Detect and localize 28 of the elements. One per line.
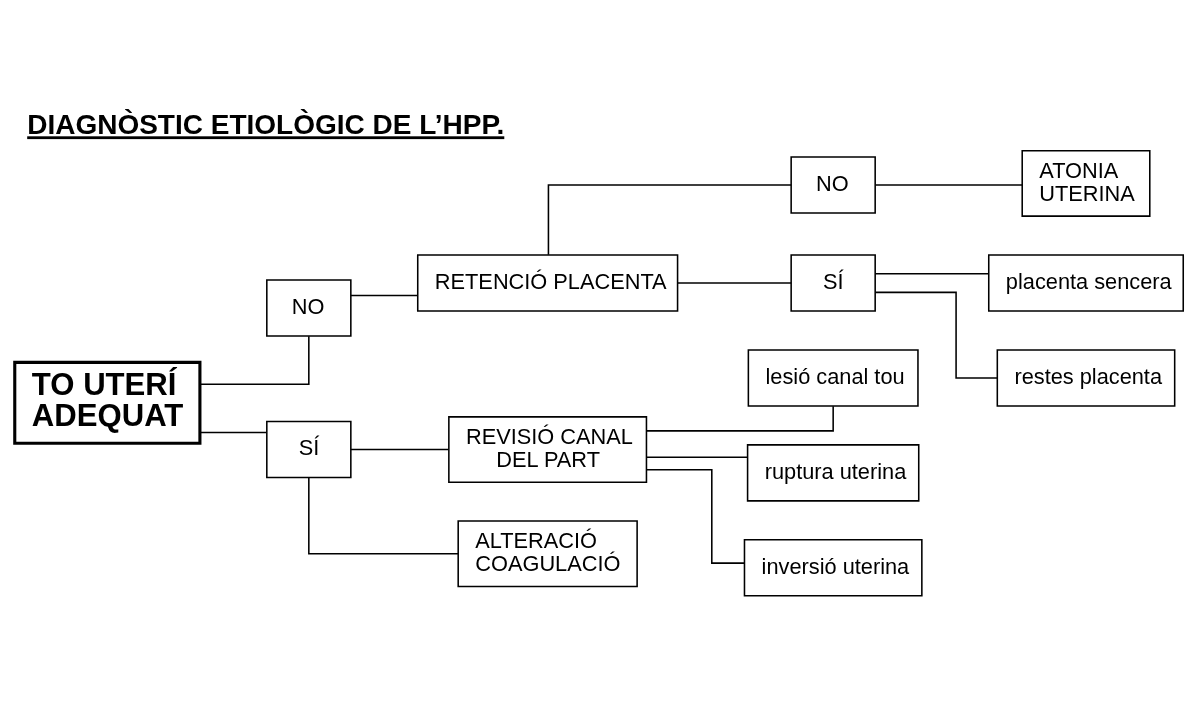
connector (874, 272, 990, 274)
node-box: restes placenta (996, 348, 1176, 407)
connector (350, 294, 419, 296)
connector (308, 476, 459, 555)
node-box: NO (790, 155, 876, 214)
diagram-title: DIAGNÒSTIC ETIOLÒGIC DE L’HPP. (27, 108, 505, 140)
connector (874, 291, 998, 379)
node-box: NO (266, 278, 352, 337)
connector (874, 183, 1023, 186)
node-box: placenta sencera (987, 253, 1184, 312)
node-box: lesió canal tou (747, 348, 919, 407)
node-box: ALTERACIÓ COAGULACIÓ (457, 519, 638, 587)
node-box: ATONIA UTERINA (1021, 149, 1151, 217)
connector (645, 468, 746, 564)
node-box: inversió uterina (743, 538, 923, 597)
node-box: TO UTERÍ ADEQUAT (13, 360, 202, 445)
node-box: RETENCIÓ PLACENTA (416, 253, 679, 312)
connector (350, 448, 450, 450)
node-box: SÍ (266, 420, 352, 478)
connector (199, 335, 310, 385)
connector (645, 404, 834, 432)
connector (547, 183, 792, 255)
node-box: ruptura uterina (746, 443, 920, 502)
node-box: REVISIÓ CANAL DEL PART (448, 415, 648, 483)
node-box: SÍ (790, 253, 876, 312)
connector (199, 431, 268, 433)
connector (645, 456, 748, 458)
connector (677, 281, 792, 284)
